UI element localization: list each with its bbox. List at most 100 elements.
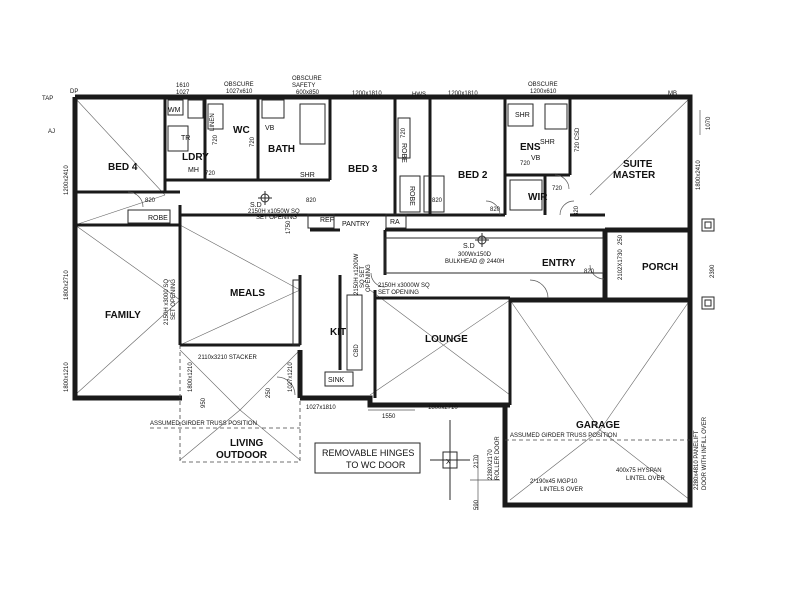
- obscure-2-size: 1200x610: [530, 89, 557, 95]
- safety-label: SAFETY: [292, 83, 315, 89]
- roof-lines: [74, 97, 691, 501]
- door-720-csd: 720 CSD: [575, 127, 581, 152]
- opening-kit-line-3: OPENING: [366, 264, 372, 292]
- hyspan-line-1: 400x75 HYSPAN: [616, 468, 662, 474]
- vb-label-2: VB: [531, 155, 541, 162]
- opening-lounge-line-1: 2150H x3000W SQ: [378, 283, 430, 289]
- room-bath: BATH: [268, 144, 295, 155]
- room-living-outdoor-2: OUTDOOR: [216, 450, 268, 461]
- room-living-outdoor-1: LIVING: [230, 438, 264, 449]
- room-lounge: LOUNGE: [425, 334, 468, 345]
- smoke-detector-label-1: S.D: [250, 202, 262, 209]
- hws-label: HWS: [412, 92, 426, 98]
- opening-family-line-2: SET OPENING: [171, 279, 177, 320]
- removable-hinges-line-1: REMOVABLE HINGES: [322, 448, 414, 458]
- tank-marker-label: X: [446, 459, 451, 466]
- win-1200x1810-a: 1200x1810: [352, 91, 382, 97]
- robe-label-2: ROBE: [400, 143, 407, 163]
- stacker-label: 2110x3210 STACKER: [198, 355, 257, 361]
- dim-2170: 2170: [474, 454, 480, 468]
- win-1800x2710: 1800x2710: [428, 405, 458, 411]
- dim-right-1070: 1070: [706, 116, 712, 130]
- dim-top-1610: 1610: [176, 83, 190, 89]
- room-master-label: MASTER: [613, 170, 656, 181]
- win-left-1800x2710: 1800x2710: [64, 270, 70, 300]
- sink-label: SINK: [328, 377, 345, 384]
- internal-walls: [75, 97, 605, 405]
- win-1027x1810: 1027x1810: [306, 405, 336, 411]
- shr-label-1: SHR: [515, 112, 530, 119]
- mgp10-line-1: 2*190x45 MGP10: [530, 479, 578, 485]
- win-1800x1210: 1800x1210: [188, 362, 194, 392]
- wm-label: WM: [168, 107, 181, 114]
- room-family: FAMILY: [105, 310, 141, 321]
- fixture-boxes: [127, 99, 604, 387]
- room-wir: WIR: [528, 192, 548, 203]
- room-garage: GARAGE: [576, 420, 620, 431]
- mgp10-line-2: LINTELS OVER: [540, 487, 584, 493]
- dim-1550: 1550: [382, 414, 396, 420]
- win-left-1200x2410: 1200x2410: [64, 165, 70, 195]
- obscure-1-label: OBSCURE: [224, 82, 254, 88]
- obscure-safety-size: 600x850: [296, 90, 320, 96]
- door-820-a: 820: [145, 198, 156, 204]
- linen-label: LINEN: [210, 113, 216, 131]
- room-porch: PORCH: [642, 262, 678, 273]
- panelift-line-1: 2280x4810 PANELIFT: [694, 430, 700, 490]
- dim-590: 590: [474, 499, 480, 510]
- obscure-2-label: OBSCURE: [528, 82, 558, 88]
- robe-label-1: ROBE: [148, 215, 168, 222]
- ref-label: REF: [320, 217, 334, 224]
- dim-1750: 1750: [286, 220, 292, 234]
- door-820-c: 820: [432, 198, 443, 204]
- room-meals: MEALS: [230, 288, 265, 299]
- win-right-1800x2410: 1800x2410: [696, 160, 702, 190]
- girder-truss-lines: [150, 427, 690, 441]
- win-left-1800x1210: 1800x1210: [64, 362, 70, 392]
- shr-label-3: SHR: [540, 139, 555, 146]
- girder-truss-2: ASSUMED GIRDER TRUSS POSITION: [510, 433, 617, 439]
- smoke-detector-icons: [258, 191, 489, 247]
- smoke-detector-label-2: S.D: [463, 243, 475, 250]
- door-720-e: 720: [552, 186, 563, 192]
- room-bed-4: BED 4: [108, 162, 138, 173]
- bulkhead-size: 300Wx150D: [458, 252, 492, 258]
- cbd-label: CBD: [354, 344, 360, 357]
- door-820-e: 820: [574, 205, 580, 216]
- room-wc: WC: [233, 125, 250, 136]
- porch-dim-2390: 2390: [710, 264, 716, 278]
- girder-truss-1: ASSUMED GIRDER TRUSS POSITION: [150, 421, 257, 427]
- ra-label: RA: [390, 219, 400, 226]
- door-720-a: 720: [205, 171, 216, 177]
- roller-door-line-2: ROLLER DOOR: [495, 436, 501, 480]
- win-1027x1210: 1027x1210: [288, 362, 294, 392]
- hyspan-line-2: LINTEL OVER: [626, 476, 665, 482]
- pantry-label: PANTRY: [342, 221, 370, 228]
- porch-columns: [701, 218, 715, 310]
- room-bed-2: BED 2: [458, 170, 488, 181]
- mb-label: MB: [668, 91, 677, 97]
- door-820-d: 820: [490, 207, 501, 213]
- bulkhead-label: BULKHEAD @ 2440H: [445, 259, 504, 265]
- outdoor-living-outline: [179, 345, 301, 463]
- aj-label: AJ: [48, 129, 55, 135]
- room-kit: KIT: [330, 327, 346, 338]
- room-bed-3: BED 3: [348, 164, 378, 175]
- mh-label: MH: [188, 167, 199, 174]
- opening-lounge-line-2: SET OPENING: [378, 290, 419, 296]
- porch-window-2102: 2102X1730: [618, 249, 624, 280]
- obscure-label: OBSCURE: [292, 76, 322, 82]
- room-suite-label: SUITE: [623, 159, 653, 170]
- win-1200x1810-b: 1200x1810: [448, 91, 478, 97]
- opening-kit-line-1: 2150H x1200W: [354, 253, 360, 295]
- room-entry: ENTRY: [542, 258, 576, 269]
- obscure-safety-label: OBSCURE SAFETY: [292, 76, 323, 89]
- door-820-f: 820: [584, 269, 595, 275]
- tap-label: TAP: [42, 96, 53, 102]
- external-walls: [72, 94, 693, 508]
- removable-hinges-box: [314, 442, 421, 474]
- room-ldry: LDRY: [182, 152, 209, 163]
- room-ens: ENS: [520, 142, 541, 153]
- opening-family-line-1: 2150H x3000 SQ: [164, 279, 170, 325]
